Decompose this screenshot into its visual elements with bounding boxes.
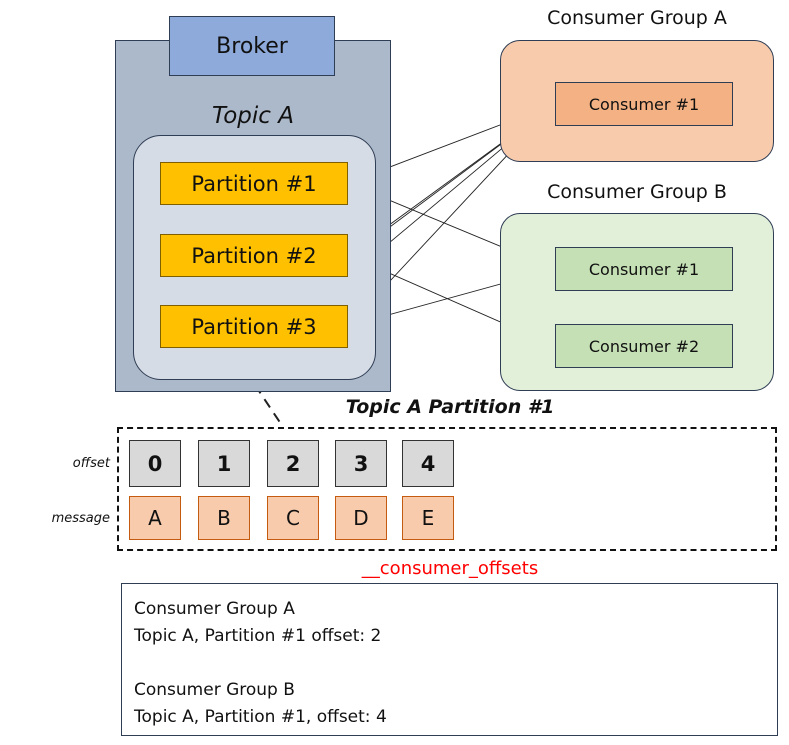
offsets-entry-spacer <box>134 650 777 677</box>
consumer-group-b-title: Consumer Group B <box>547 181 727 203</box>
offsets-entry-detail: Topic A, Partition #1, offset: 4 <box>134 707 387 727</box>
zoom-connector <box>254 384 284 428</box>
offset-row-label: offset <box>72 455 110 471</box>
group-b-consumer-1: Consumer #1 <box>555 247 733 291</box>
partition-detail-title: Topic A Partition #1 <box>345 396 555 418</box>
message-cell: D <box>335 496 387 540</box>
message-row-label: message <box>51 510 110 526</box>
offset-cell: 0 <box>129 440 181 487</box>
topic-title: Topic A <box>212 103 294 129</box>
offsets-entry-group: Consumer Group A <box>134 599 295 619</box>
consumer-offsets-box: Consumer Group A Topic A, Partition #1 o… <box>121 583 778 736</box>
partition-3: Partition #3 <box>160 305 348 348</box>
offset-cell: 1 <box>198 440 250 487</box>
offset-cell: 4 <box>402 440 454 487</box>
offsets-entry-group: Consumer Group B <box>134 680 295 700</box>
consumer-group-a-title: Consumer Group A <box>547 7 727 29</box>
broker-label: Broker <box>169 16 335 76</box>
partition-1: Partition #1 <box>160 162 348 205</box>
offset-cell: 2 <box>267 440 319 487</box>
partition-2: Partition #2 <box>160 234 348 277</box>
offset-cell: 3 <box>335 440 387 487</box>
group-a-consumer-1: Consumer #1 <box>555 82 733 126</box>
message-cell: A <box>129 496 181 540</box>
consumer-offsets-title: __consumer_offsets <box>361 557 539 579</box>
message-cell: B <box>198 496 250 540</box>
offsets-entry-detail: Topic A, Partition #1 offset: 2 <box>134 626 382 646</box>
group-b-consumer-2: Consumer #2 <box>555 324 733 368</box>
message-cell: E <box>402 496 454 540</box>
message-cell: C <box>267 496 319 540</box>
partition-detail-box <box>117 427 777 551</box>
